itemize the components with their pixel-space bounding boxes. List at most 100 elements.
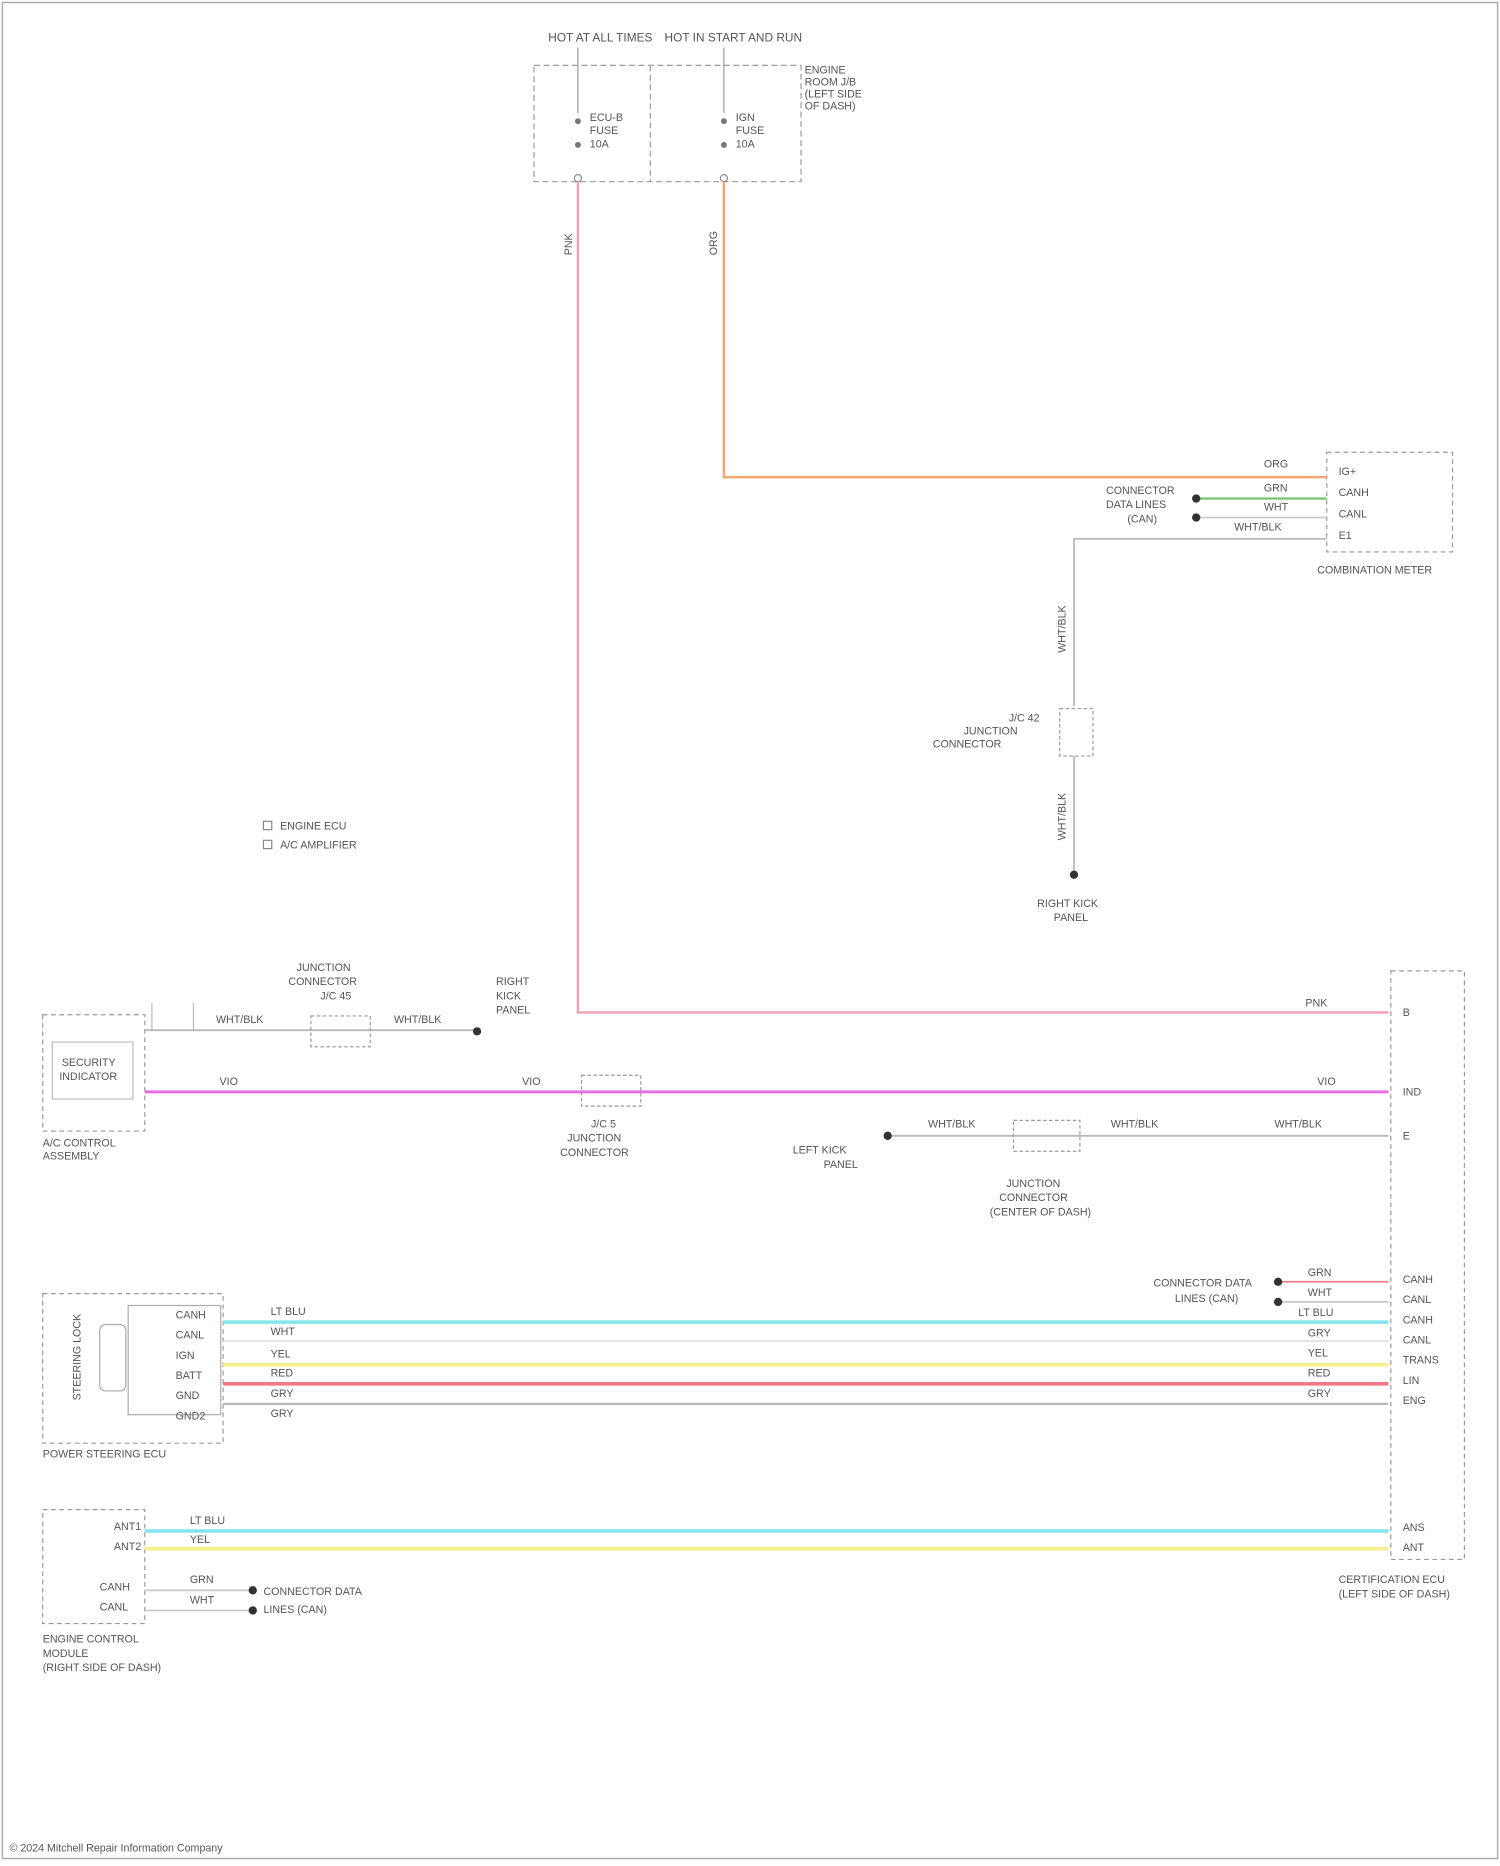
gw-pin-top-0: B [1403, 1007, 1410, 1019]
ac-ground-2: PANEL [496, 1005, 530, 1017]
ecm-pin-1: ANT2 [114, 1541, 141, 1553]
ground-label-1: PANEL [1054, 912, 1088, 924]
lower-ground-label-0: LEFT KICK [793, 1145, 847, 1157]
steering-pin-4: GND [176, 1390, 200, 1402]
fuse-left-name: ECU-B [590, 112, 623, 124]
meter-pin-2: CANL [1339, 509, 1368, 521]
fuse-side-label-2: (LEFT SIDE [805, 88, 862, 100]
ground-wire-bottom-label: WHT/BLK [1057, 793, 1069, 840]
gw-bus-wire-6: GRY [1308, 1388, 1331, 1400]
ecm-wire-1: YEL [190, 1534, 210, 1546]
ac-ground-1: KICK [496, 990, 521, 1002]
gw-pin-bottom-1: ANT [1403, 1542, 1425, 1554]
ecm-bus-dot-1 [249, 1586, 257, 1594]
ac-mid-wire-label: VIO [220, 1076, 238, 1088]
legend-mark-0 [263, 821, 271, 829]
ac-mid-joint-2: CONNECTOR [560, 1147, 629, 1159]
gw-bus-label-0: CONNECTOR DATA [1153, 1278, 1252, 1290]
gw-pin-bottom-0: ANS [1403, 1522, 1425, 1534]
ecm-bus-label-1: LINES (CAN) [263, 1604, 326, 1616]
wire-right-label: ORG [708, 231, 720, 255]
footer-text: © 2024 Mitchell Repair Information Compa… [9, 1842, 223, 1854]
ac-mid-joint-0: J/C 5 [591, 1118, 616, 1130]
meter-bus-label-0: CONNECTOR [1106, 485, 1175, 497]
lower-ground-label-1: PANEL [824, 1159, 858, 1171]
steering-pin-2: IGN [176, 1350, 195, 1362]
fuse-right-type: FUSE [736, 125, 764, 137]
gw-bus-wire-2: LT BLU [1298, 1307, 1333, 1319]
ground-junction-label-1: JUNCTION [964, 726, 1018, 738]
gw-bus-dot-2 [1274, 1298, 1282, 1306]
ecm-bus-label-0: CONNECTOR DATA [263, 1586, 362, 1598]
ac-top-joint-2: J/C 45 [320, 990, 351, 1002]
meter-bus-label-1: DATA LINES [1106, 499, 1166, 511]
ecm-wire-2: GRN [190, 1574, 214, 1586]
legend-mark-1 [263, 840, 271, 848]
gw-bus-pin-0: CANH [1403, 1274, 1433, 1286]
combination-meter: COMBINATION METER IG+ CANH CANL E1 ORG G… [1074, 452, 1453, 706]
wire-orange-main [724, 182, 1317, 477]
ground-point [1070, 871, 1078, 879]
steering-wire-3: RED [271, 1368, 294, 1380]
lower-ground-wire-left: WHT/BLK [928, 1118, 975, 1130]
fuse-left-amp: 10A [590, 138, 610, 150]
meter-bus-dot-1 [1192, 494, 1200, 502]
lower-ground-joint-2: (CENTER OF DASH) [990, 1206, 1091, 1218]
fuse-right-terminal-bottom [721, 142, 727, 148]
fuse-right-amp: 10A [736, 138, 756, 150]
meter-wire-label-2: WHT [1264, 501, 1289, 513]
steering-wire-0: LT BLU [271, 1306, 306, 1318]
ground-junction-box [1060, 709, 1093, 756]
legend-item-1: A/C AMPLIFIER [280, 840, 357, 852]
steering-inner-box [128, 1306, 221, 1415]
fuse-left-terminal-top [575, 118, 581, 124]
ac-mid-joint-1: JUNCTION [567, 1133, 621, 1145]
security-indicator-1: INDICATOR [59, 1071, 117, 1083]
gw-bus-wire-0: GRN [1308, 1267, 1332, 1279]
gw-wire-gnd-label: WHT/BLK [1275, 1118, 1322, 1130]
ecm-title-1: MODULE [43, 1648, 89, 1660]
steering-pin-5: GND2 [176, 1410, 206, 1422]
meter-ground-wire [1074, 539, 1327, 706]
steering-pin-3: BATT [176, 1370, 203, 1382]
meter-pin-1: CANH [1339, 487, 1369, 499]
ground-junction-label-2: CONNECTOR [933, 739, 1002, 751]
steering-side-text: STEERING LOCK [72, 1314, 84, 1401]
legend: ENGINE ECU A/C AMPLIFIER [263, 821, 356, 852]
ac-control-title-1: ASSEMBLY [43, 1151, 100, 1163]
ecm-pin-2: CANH [100, 1581, 130, 1593]
fuse-left-terminal-bottom [575, 142, 581, 148]
ac-ground-point [473, 1027, 481, 1035]
gw-bus-dot-1 [1274, 1278, 1282, 1286]
fuse-side-label-1: ROOM J/B [805, 77, 857, 89]
gw-bus-wire-4: YEL [1308, 1348, 1328, 1360]
gw-bus-label-1: LINES (CAN) [1175, 1293, 1238, 1305]
ac-control-title-0: A/C CONTROL [43, 1137, 116, 1149]
meter-pin-0: IG+ [1339, 466, 1357, 478]
ground-junction-label-0: J/C 42 [1009, 713, 1040, 725]
steering-wire-5: GRY [271, 1408, 294, 1420]
engine-control-module: ENGINE CONTROL MODULE (RIGHT SIDE OF DAS… [43, 1510, 1389, 1674]
gw-pin-top-1: IND [1403, 1086, 1422, 1098]
lower-ground-wire-right: WHT/BLK [1111, 1118, 1158, 1130]
gw-ground-point [884, 1132, 892, 1140]
fuse-box: HOT AT ALL TIMES HOT IN START AND RUN EN… [534, 31, 862, 256]
steering-pin-1: CANL [176, 1330, 205, 1342]
ac-top-wire-label: WHT/BLK [216, 1014, 263, 1026]
legend-item-0: ENGINE ECU [280, 821, 346, 833]
steering-pin-0: CANH [176, 1310, 206, 1322]
gw-bus-pin-4: TRANS [1403, 1355, 1439, 1367]
ac-ground-0: RIGHT [496, 976, 530, 988]
gw-wire-top-label: PNK [1305, 997, 1327, 1009]
fuse-right-name: IGN [736, 112, 755, 124]
certification-ecu-box [1391, 971, 1465, 1560]
fuse-left-type: FUSE [590, 125, 618, 137]
steering-wire-2: YEL [271, 1349, 291, 1361]
ground-label-0: RIGHT KICK [1037, 898, 1098, 910]
steering-icon [100, 1324, 126, 1390]
gw-bus-pin-1: CANL [1403, 1294, 1432, 1306]
wire-left-label: PNK [563, 233, 575, 255]
meter-pin-3: E1 [1339, 530, 1352, 542]
certification-ecu-title-1: (LEFT SIDE OF DASH) [1339, 1588, 1450, 1600]
